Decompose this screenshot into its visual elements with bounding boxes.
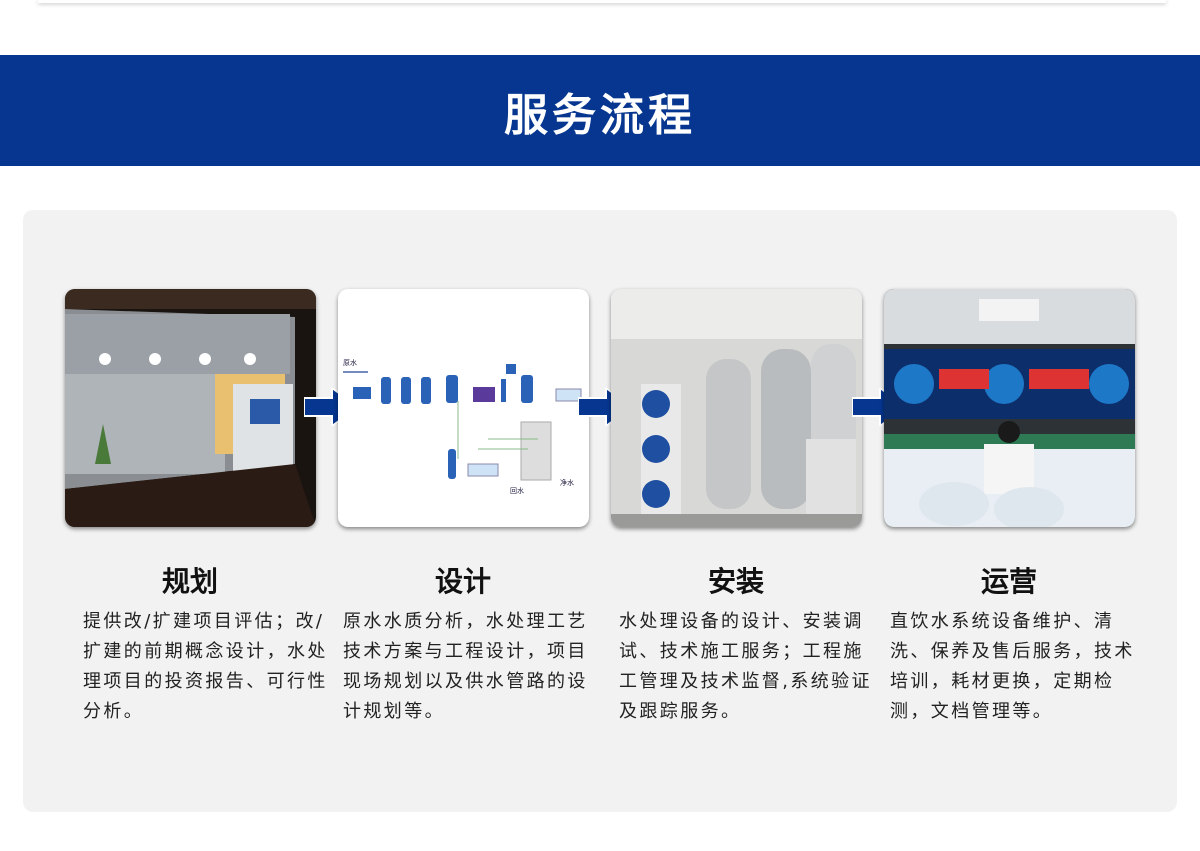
raw-water-label: 原水: [343, 359, 357, 367]
section-banner: 服务流程: [0, 55, 1200, 166]
design-diagram-image: 原水 净水 回水: [338, 289, 589, 527]
step-description: 直饮水系统设备维护、清洗、保养及售后服务，技术培训，耗材更换，定期检测，文档管理…: [890, 611, 1135, 722]
step-description: 提供改/扩建项目评估；改/扩建的前期概念设计，水处理项目的投资报告、可行性分析。: [83, 611, 328, 722]
step-title: 规划: [161, 565, 218, 598]
section-title: 服务流程: [504, 89, 696, 141]
step-description: 原水水质分析，水处理工艺技术方案与工程设计，项目现场规划以及供水管路的设计规划等…: [343, 611, 588, 722]
step-title: 设计: [434, 565, 491, 598]
installation-image: [611, 289, 862, 527]
return-water-label: 回水: [510, 487, 524, 495]
step-title: 安装: [707, 565, 764, 598]
operation-image: [884, 289, 1135, 527]
step-description: 水处理设备的设计、安装调试、技术施工服务；工程施工管理及技术监督,系统验证及跟踪…: [619, 611, 872, 722]
clean-water-label: 净水: [560, 479, 574, 487]
planning-image: [65, 289, 316, 527]
step-title: 运营: [980, 565, 1037, 598]
top-divider: [38, 0, 1166, 3]
